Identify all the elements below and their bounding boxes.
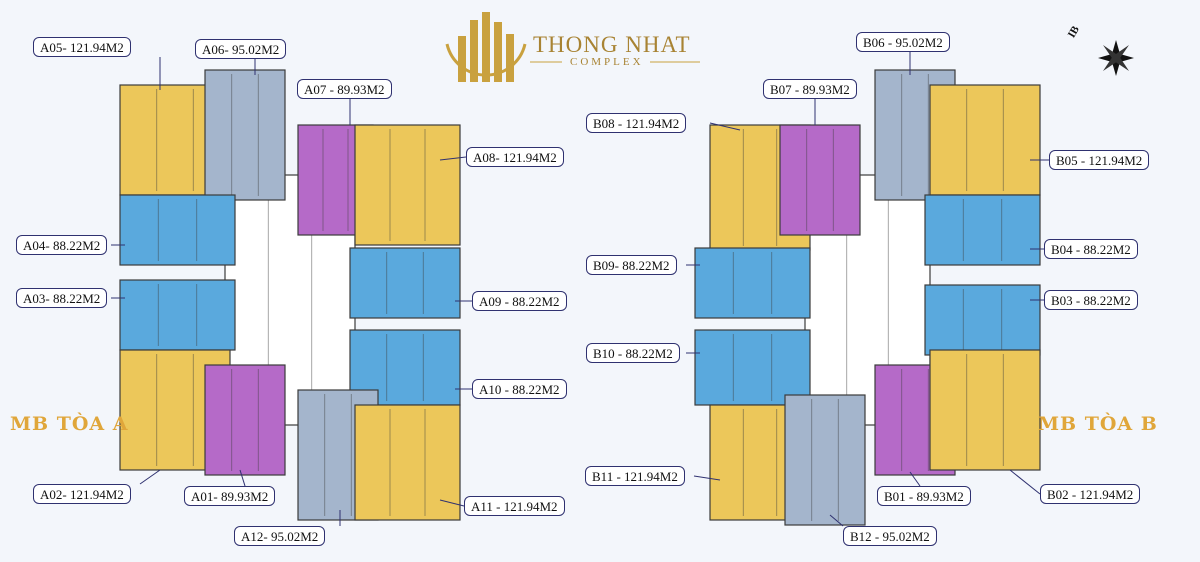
unit-label-a03[interactable]: A03- 88.22M2 [16, 288, 108, 308]
leader-line [439, 156, 467, 161]
unit-label-b10[interactable]: B10 - 88.22M2 [586, 343, 680, 363]
brand-name: THONG NHAT [533, 32, 691, 57]
leader-line [439, 499, 465, 507]
unit-label-a06[interactable]: A06- 95.02M2 [195, 39, 287, 59]
unit-label-b06[interactable]: B06 - 95.02M2 [856, 32, 950, 52]
unit-label-b03[interactable]: B03 - 88.22M2 [1044, 290, 1138, 310]
unit-label-a02[interactable]: A02- 121.94M2 [33, 484, 131, 504]
unit-label-a08[interactable]: A08- 121.94M2 [466, 147, 564, 167]
tower-a-title: MB TÒA A [10, 413, 129, 435]
leader-line [693, 475, 721, 481]
block-b04 [924, 194, 1041, 266]
unit-label-a09[interactable]: A09 - 88.22M2 [472, 291, 567, 311]
unit-label-a11[interactable]: A11 - 121.94M2 [464, 496, 565, 516]
leader-line [239, 469, 246, 487]
tower-b-title: MB TÒA B [1038, 413, 1158, 435]
unit-label-b02[interactable]: B02 - 121.94M2 [1040, 484, 1141, 504]
block-b10 [694, 329, 811, 406]
unit-label-b07[interactable]: B07 - 89.93M2 [763, 79, 857, 99]
block-a04 [119, 194, 236, 266]
compass-icon [1098, 40, 1134, 76]
leader-line [909, 471, 921, 487]
unit-label-a10[interactable]: A10 - 88.22M2 [472, 379, 567, 399]
block-a11 [354, 404, 461, 521]
block-b09 [694, 247, 811, 319]
block-b03 [924, 284, 1041, 356]
unit-label-b01[interactable]: B01 - 89.93M2 [877, 486, 971, 506]
unit-label-b04[interactable]: B04 - 88.22M2 [1044, 239, 1138, 259]
leader-line [829, 514, 844, 527]
unit-label-a05[interactable]: A05- 121.94M2 [33, 37, 131, 57]
block-a03 [119, 279, 236, 351]
unit-label-b09[interactable]: B09- 88.22M2 [586, 255, 677, 275]
brand-sub: COMPLEX [570, 56, 644, 68]
unit-label-a12[interactable]: A12- 95.02M2 [234, 526, 326, 546]
block-a09 [349, 247, 461, 319]
unit-label-a07[interactable]: A07 - 89.93M2 [297, 79, 392, 99]
unit-label-a01[interactable]: A01- 89.93M2 [184, 486, 276, 506]
unit-label-b05[interactable]: B05 - 121.94M2 [1049, 150, 1150, 170]
logo-mark [445, 12, 527, 82]
unit-label-b12[interactable]: B12 - 95.02M2 [843, 526, 937, 546]
block-a08 [354, 124, 461, 246]
block-b07 [779, 124, 861, 236]
leader-line [1009, 469, 1041, 495]
unit-label-b11[interactable]: B11 - 121.94M2 [585, 466, 685, 486]
block-a06 [204, 69, 286, 201]
leader-line [709, 122, 741, 131]
block-b05 [929, 84, 1041, 196]
block-a01 [204, 364, 286, 476]
unit-label-b08[interactable]: B08 - 121.94M2 [586, 113, 687, 133]
leader-line [139, 469, 161, 485]
unit-label-a04[interactable]: A04- 88.22M2 [16, 235, 108, 255]
block-b02 [929, 349, 1041, 471]
block-b12 [784, 394, 866, 526]
